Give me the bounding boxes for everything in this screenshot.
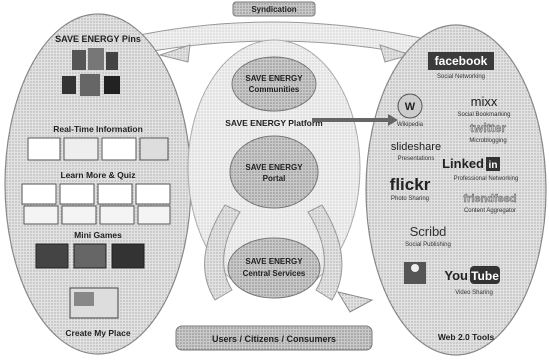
pins-title: SAVE ENERGY Pins	[55, 34, 141, 44]
services-line2: Central Services	[243, 269, 306, 278]
platform-label: SAVE ENERGY Platform	[225, 118, 323, 128]
portal-node	[229, 135, 319, 209]
communities-line2: Communities	[249, 85, 300, 94]
services-line1: SAVE ENERGY	[245, 257, 303, 266]
learn-title: Learn More & Quiz	[60, 170, 135, 180]
left-flow-arrow	[204, 204, 241, 301]
scribd-caption: Social Publishing	[405, 242, 451, 248]
scribd-logo: Scribd	[410, 224, 447, 239]
web2-tools-label: Web 2.0 Tools	[438, 332, 495, 342]
center-platform: SAVE ENERGY Communities SAVE ENERGY Plat…	[187, 39, 398, 313]
slideshare-logo: slideshare	[391, 141, 441, 153]
linkedin-logo-text: Linked	[442, 156, 484, 171]
syndication-label-box	[232, 1, 316, 17]
twitter-logo: twitter	[470, 121, 506, 135]
flickr-logo: flickr	[390, 175, 431, 194]
games-thumbnails	[35, 243, 145, 269]
pins-icons	[62, 48, 120, 96]
linkedin-badge-text: in	[489, 160, 498, 171]
learn-thumbnails	[21, 183, 171, 225]
mixx-logo: mixx	[471, 94, 498, 109]
facebook-logo-box	[428, 52, 494, 70]
twitter-caption: Microblogging	[469, 138, 506, 144]
portal-line2: Portal	[263, 174, 286, 183]
share-people-icon	[404, 262, 426, 284]
right-flow-arrow	[307, 204, 343, 301]
wikipedia-caption: Wikipedia	[397, 122, 424, 128]
realtime-thumbnails	[27, 137, 169, 161]
syndication-label: Syndication	[251, 5, 296, 14]
users-bar: Users / Citizens / Consumers	[175, 325, 373, 351]
linkedin-caption: Professional Networking	[454, 176, 519, 182]
youtube-caption: Video Sharing	[455, 290, 493, 296]
mixx-caption: Social Bookmarking	[457, 112, 510, 118]
facebook-logo: facebook	[435, 54, 488, 68]
facebook-caption: Social Networking	[437, 74, 485, 80]
services-node	[227, 237, 321, 299]
youtube-badge	[470, 266, 500, 284]
linkedin-badge	[486, 157, 500, 171]
left-panel: SAVE ENERGY Pins Real-Time Information L…	[4, 13, 192, 355]
games-title: Mini Games	[74, 230, 122, 240]
slideshare-caption: Presentations	[398, 156, 435, 162]
portal-line1: SAVE ENERGY	[245, 163, 303, 172]
communities-line1: SAVE ENERGY	[245, 74, 303, 83]
communities-node	[231, 56, 317, 112]
wikipedia-globe-icon	[397, 93, 423, 119]
platform-arrow	[312, 114, 398, 126]
create-my-place-label: Create My Place	[65, 328, 130, 338]
flickr-caption: Photo Sharing	[391, 196, 429, 202]
youtube-badge-text: Tube	[471, 269, 499, 283]
right-panel: facebook Social Networking W Wikipedia m…	[365, 24, 547, 356]
youtube-logo-text: You	[444, 268, 468, 283]
users-bar-label: Users / Citizens / Consumers	[212, 334, 336, 344]
realtime-title: Real-Time Information	[53, 124, 143, 134]
friendfeed-caption: Content Aggregator	[464, 208, 516, 214]
wikipedia-logo: W	[405, 101, 416, 113]
friendfeed-logo: friendfeed	[463, 193, 516, 205]
